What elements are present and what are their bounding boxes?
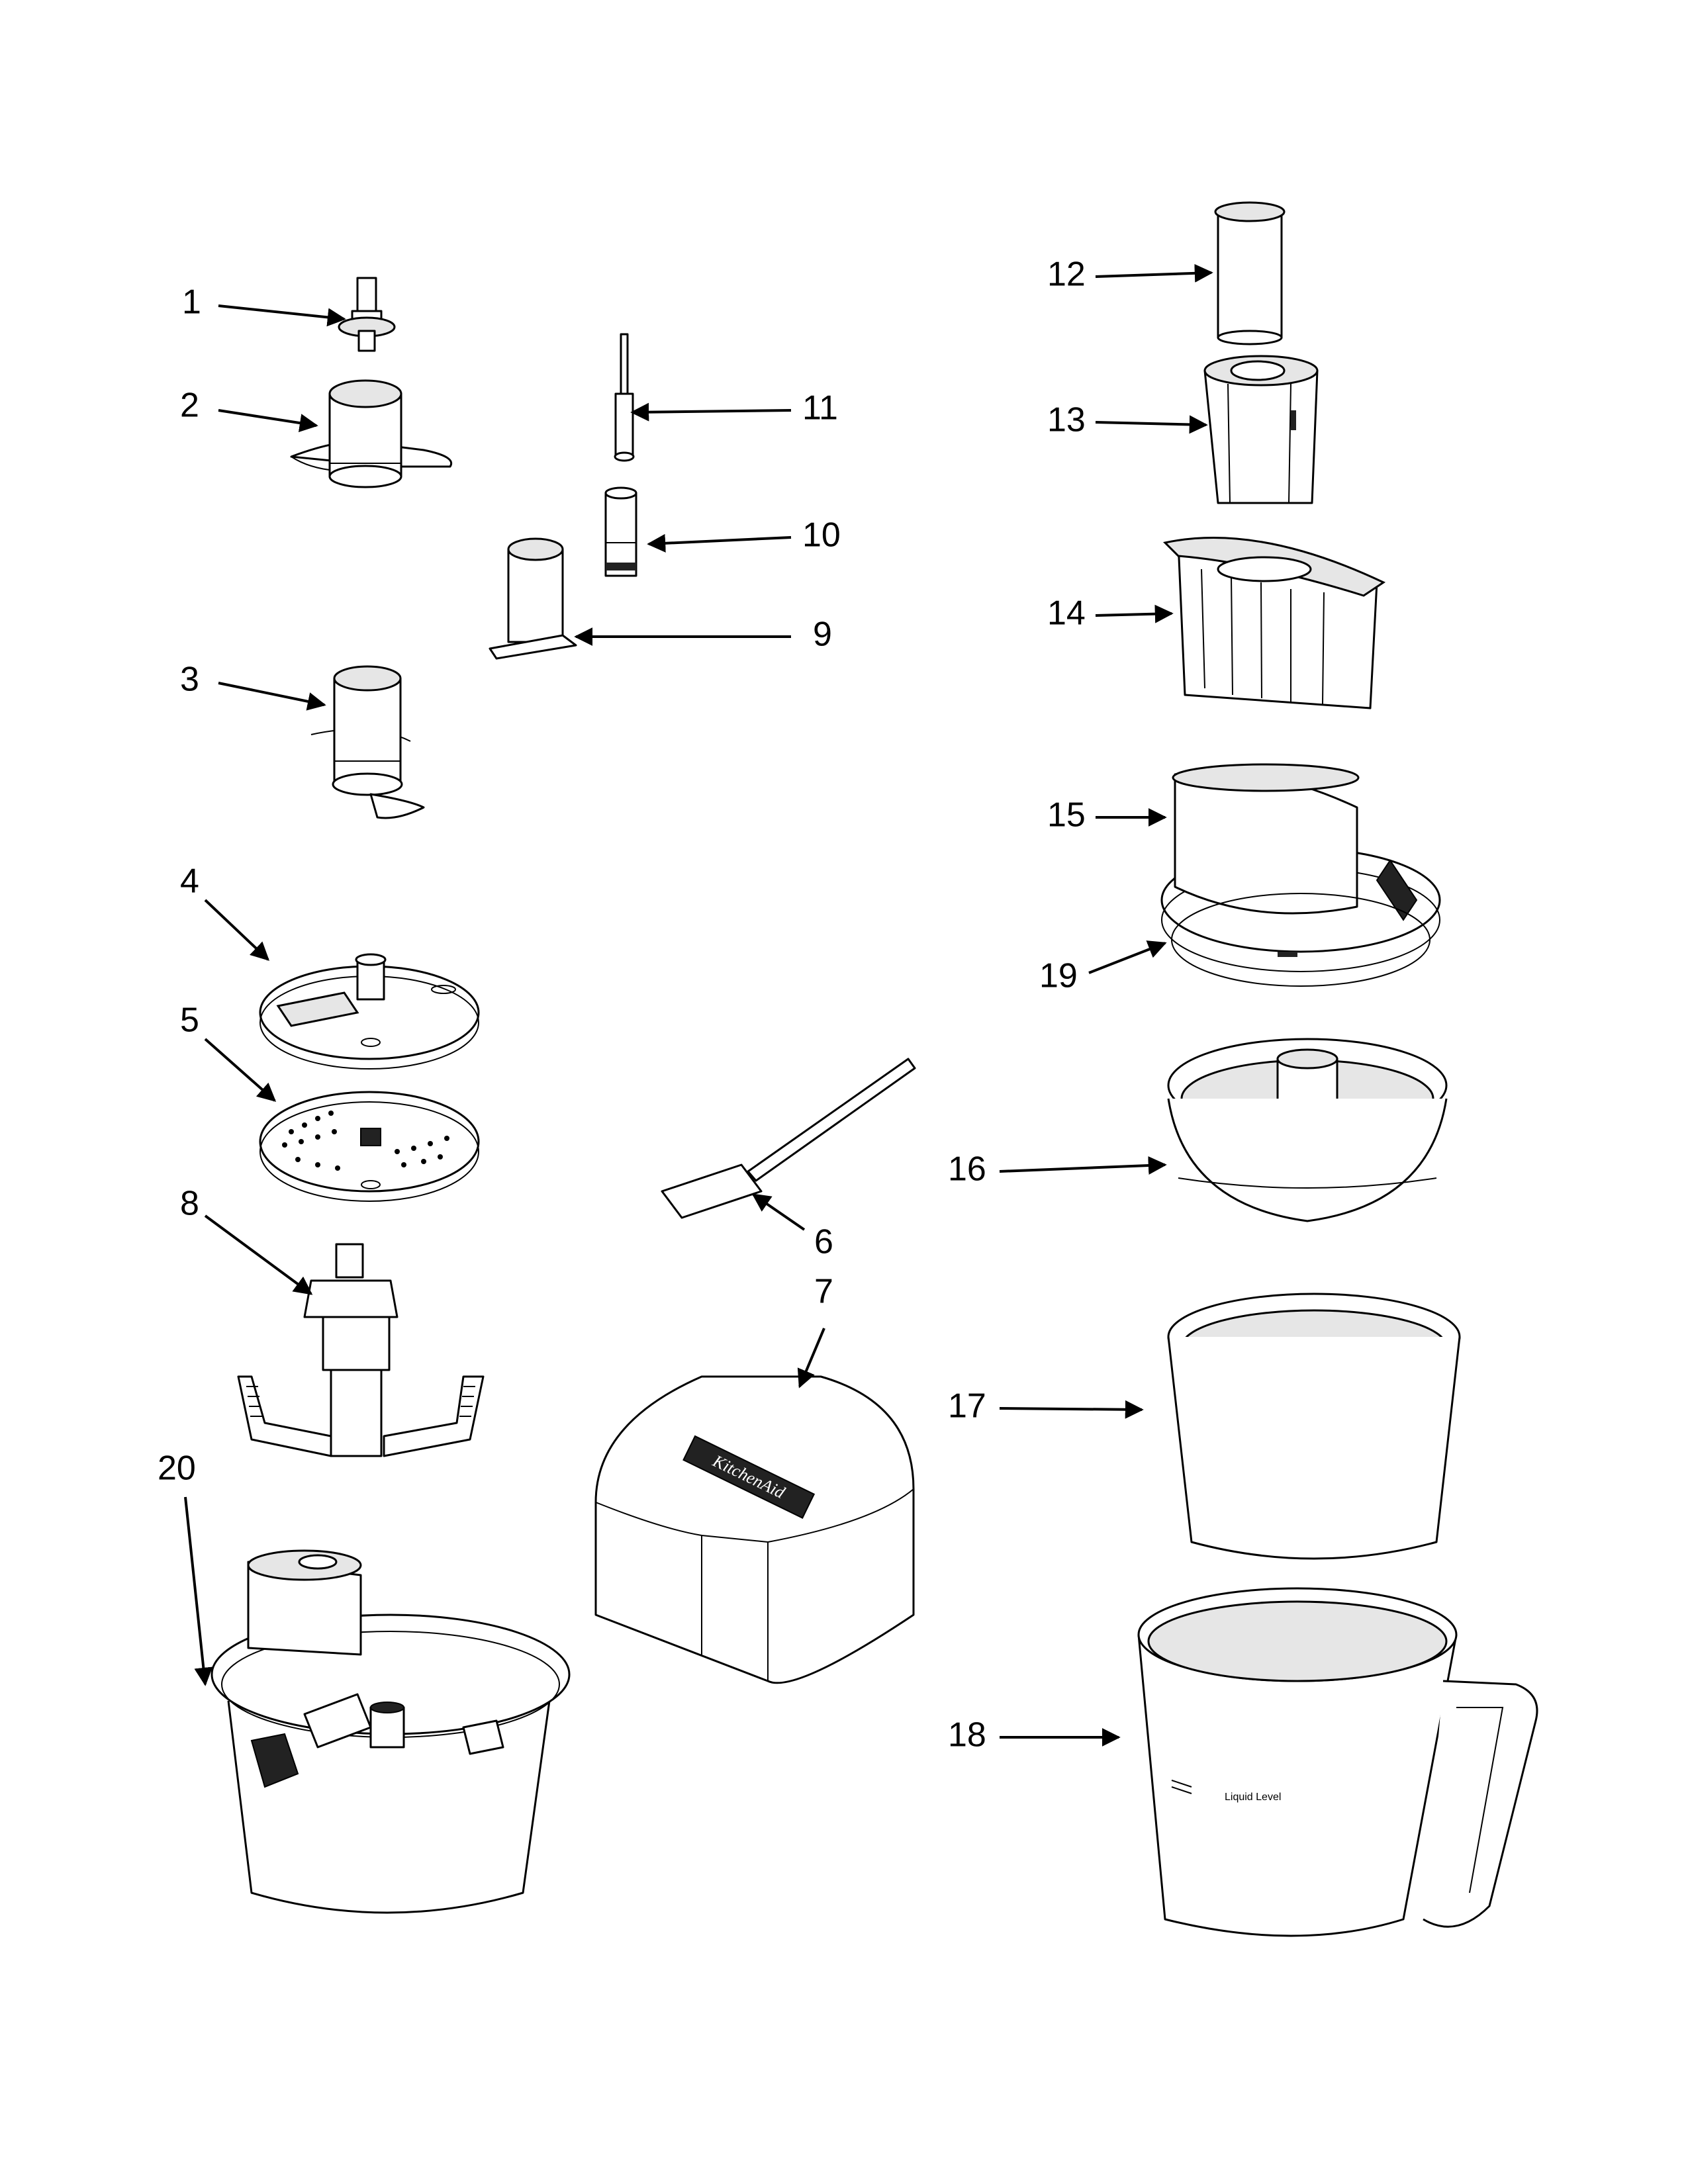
callout-10: 10 bbox=[802, 516, 841, 555]
part-11-drive-shaft bbox=[614, 333, 635, 462]
callout-19: 19 bbox=[1039, 957, 1078, 995]
callout-3: 3 bbox=[180, 660, 199, 699]
part-19-lid-seal bbox=[1171, 893, 1430, 987]
part-7-storage-case: KitchenAid bbox=[594, 1375, 915, 1684]
callout-11: 11 bbox=[802, 389, 838, 428]
callout-4: 4 bbox=[180, 862, 199, 901]
callout-17: 17 bbox=[948, 1387, 986, 1426]
callout-1: 1 bbox=[182, 283, 201, 322]
callout-arrows bbox=[184, 263, 1213, 1747]
callout-13: 13 bbox=[1047, 401, 1086, 439]
part-5-shredding-disc bbox=[259, 1091, 480, 1202]
callout-5: 5 bbox=[180, 1001, 199, 1040]
part-3-mini-blade bbox=[310, 665, 425, 819]
part-12-small-pusher bbox=[1214, 201, 1286, 345]
bowl-marking-text: Liquid Level bbox=[1225, 1792, 1281, 1803]
callout-15: 15 bbox=[1047, 796, 1086, 835]
callout-14: 14 bbox=[1047, 594, 1086, 633]
callout-8: 8 bbox=[180, 1185, 199, 1223]
callout-20: 20 bbox=[158, 1449, 196, 1488]
callout-labels: 1 2 3 4 5 6 7 8 9 10 11 12 13 14 15 16 1… bbox=[158, 255, 1086, 1754]
part-4-slicing-disc bbox=[259, 953, 480, 1069]
part-14-large-pusher bbox=[1162, 537, 1386, 709]
part-20-assembled-bowl bbox=[211, 1549, 571, 1914]
part-16-mini-bowl bbox=[1167, 1038, 1448, 1222]
callout-12: 12 bbox=[1047, 255, 1086, 294]
part-6-spatula bbox=[661, 1058, 916, 1219]
part-2-multipurpose-blade bbox=[290, 379, 453, 488]
part-8-dough-blade bbox=[237, 1243, 485, 1457]
callout-6: 6 bbox=[814, 1223, 833, 1261]
callout-7: 7 bbox=[814, 1273, 833, 1311]
part-10-adapter-sleeve bbox=[604, 486, 637, 577]
part-18-work-bowl: Liquid Level bbox=[1137, 1587, 1538, 1937]
part-1-drive-adapter bbox=[338, 277, 396, 352]
callout-2: 2 bbox=[180, 387, 199, 425]
callout-18: 18 bbox=[948, 1716, 986, 1754]
part-9-mini-blade bbox=[489, 537, 577, 660]
callout-16: 16 bbox=[948, 1150, 986, 1189]
callout-9: 9 bbox=[813, 615, 832, 654]
part-13-medium-pusher bbox=[1203, 355, 1319, 504]
part-15-feed-tube-lid bbox=[1160, 763, 1441, 972]
part-17-medium-bowl bbox=[1167, 1293, 1461, 1560]
